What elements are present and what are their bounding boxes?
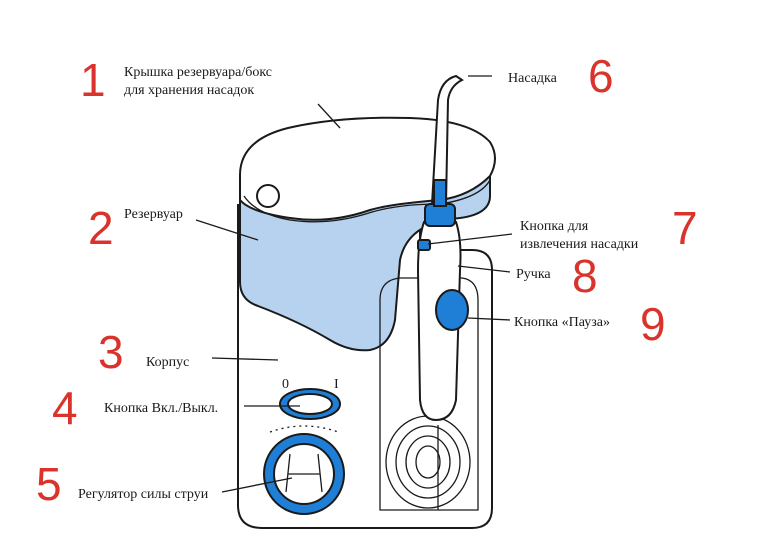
callout-label-1b: для хранения насадок (124, 83, 254, 98)
callout-label-8: Ручка (516, 267, 551, 282)
callout-label-4: Кнопка Вкл./Выкл. (104, 401, 218, 416)
leader-5 (221, 477, 293, 493)
handle-holder (379, 277, 479, 511)
callout-number-6: 6 (588, 50, 614, 102)
callout-label-5: Регулятор силы струи (78, 487, 209, 502)
leader-9 (467, 317, 511, 321)
callout-label-6: Насадка (508, 71, 558, 86)
callout-label-7b: извлечения насадки (520, 237, 639, 252)
tip-eject-button (417, 239, 431, 251)
leader-7 (427, 233, 513, 245)
callout-label-2: Резервуар (124, 207, 183, 222)
switch-off-mark: 0 (282, 377, 289, 392)
power-switch: 0 I (279, 377, 341, 420)
reservoir-lid (239, 116, 496, 221)
leader-1 (317, 103, 341, 129)
callout-number-4: 4 (52, 382, 78, 434)
callout-label-1a: Крышка резервуара/бокс (124, 65, 272, 80)
callout-number-9: 9 (640, 298, 666, 350)
callout-number-2: 2 (88, 202, 114, 254)
lid-knob (256, 184, 280, 208)
tip-nozzle (430, 74, 464, 205)
handle-collar (424, 203, 456, 227)
callout-number-1: 1 (80, 54, 106, 106)
pressure-dial (263, 425, 345, 515)
callout-label-3: Корпус (146, 355, 189, 370)
leader-8 (457, 265, 511, 273)
switch-on-mark: I (334, 377, 339, 392)
pause-button (435, 289, 469, 331)
leader-2 (195, 219, 259, 241)
callout-number-5: 5 (36, 458, 62, 510)
callout-number-7: 7 (672, 202, 698, 254)
callout-label-7a: Кнопка для (520, 219, 589, 234)
callout-number-3: 3 (98, 326, 124, 378)
callout-number-8: 8 (572, 250, 598, 302)
leader-3 (211, 357, 279, 361)
callout-label-9: Кнопка «Пауза» (514, 315, 610, 330)
tip-base (433, 179, 447, 207)
hose-coil (385, 415, 471, 510)
lid-rim (243, 179, 491, 223)
